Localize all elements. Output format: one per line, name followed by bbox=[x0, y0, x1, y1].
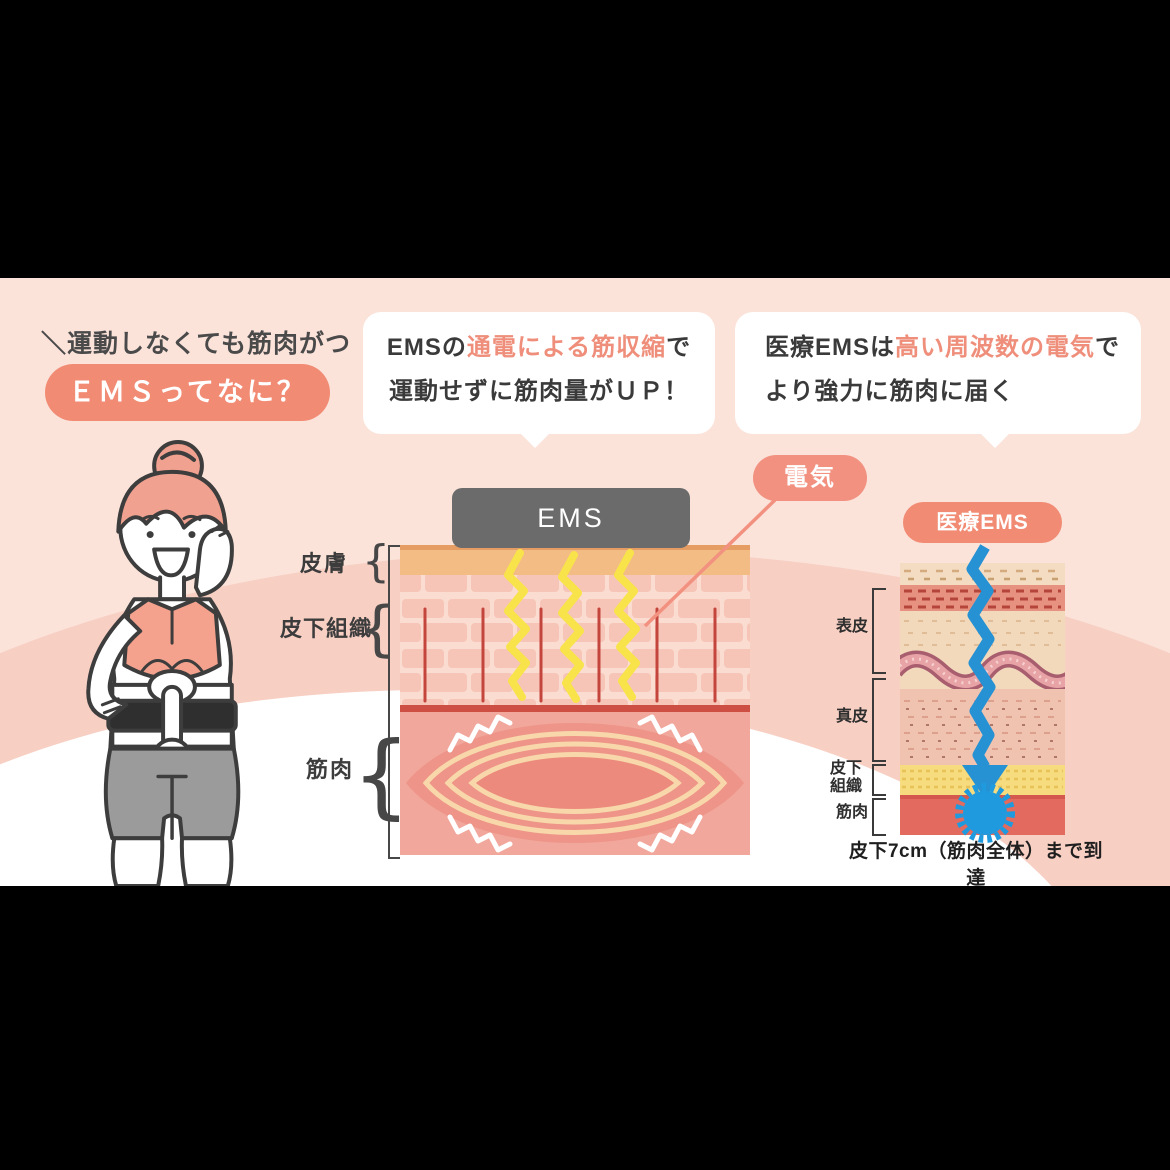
letterbox-top bbox=[0, 0, 1170, 278]
bracket-skin-diagram bbox=[388, 545, 400, 859]
title-pill: ＥＭＳってなに？ bbox=[45, 364, 330, 421]
bubble-medical-pre: 医療EMSは bbox=[765, 334, 896, 361]
depth-caption: 皮下7cm（筋肉全体）まで到達 bbox=[848, 841, 1104, 886]
label-subcutaneous-right: 皮下組織 bbox=[830, 760, 863, 796]
bubble-medical-tail bbox=[978, 414, 1012, 448]
speech-bubble-ems: EMSの通電による筋収縮で 運動せずに筋肉量がＵＰ！ bbox=[363, 312, 715, 448]
letterbox-bottom bbox=[0, 886, 1170, 1170]
bubble-ems-line1: EMSの通電による筋収縮で bbox=[363, 326, 715, 370]
bracket-dermis bbox=[872, 678, 886, 762]
ems-device: EMS bbox=[452, 488, 690, 548]
infographic-canvas: ＼運動しなくても筋肉がつく？／ ＥＭＳってなに？ EMSの通電による筋収縮で 運… bbox=[0, 278, 1170, 886]
woman-illustration bbox=[86, 439, 241, 886]
bracket-subcutaneous bbox=[872, 764, 886, 796]
bubble-medical-highlight: 高い周波数の電気 bbox=[895, 334, 1096, 361]
bubble-medical-post: で bbox=[1095, 334, 1121, 361]
bracket-epidermis bbox=[872, 588, 886, 674]
bubble-ems-pre: EMSの bbox=[386, 334, 467, 361]
starburst-icon bbox=[963, 791, 1007, 835]
label-epidermis: 表皮 bbox=[836, 618, 869, 635]
label-skin: 皮膚 bbox=[300, 551, 349, 576]
electric-bolt-icons bbox=[504, 549, 640, 703]
blue-arrow-icon bbox=[955, 544, 1015, 843]
skin-cross-section bbox=[400, 545, 750, 855]
brace-skin bbox=[362, 536, 390, 587]
speech-bubble-medical: 医療EMSは高い周波数の電気で より強力に筋肉に届く bbox=[735, 312, 1141, 448]
vibration-zigzags bbox=[447, 714, 703, 853]
label-subcutaneous: 皮下組織 bbox=[280, 616, 373, 641]
bubble-ems-post: で bbox=[666, 334, 692, 361]
bubble-ems-line2: 運動せずに筋肉量がＵＰ！ bbox=[389, 378, 689, 405]
label-muscle: 筋肉 bbox=[306, 757, 355, 782]
bubble-ems-highlight: 通電による筋収縮 bbox=[466, 334, 667, 361]
bubble-ems-tail bbox=[518, 414, 552, 448]
medical-ems-pill: 医療EMS bbox=[903, 502, 1062, 543]
bubble-medical-line2: より強力に筋肉に届く bbox=[765, 378, 1015, 405]
label-muscle-right: 筋肉 bbox=[836, 804, 869, 821]
bubble-medical-line1: 医療EMSは高い周波数の電気で bbox=[765, 326, 1141, 370]
bracket-muscle bbox=[872, 798, 886, 836]
electric-label: 電気 bbox=[753, 455, 867, 501]
label-dermis: 真皮 bbox=[836, 708, 869, 725]
electric-pointer-line bbox=[643, 498, 777, 628]
